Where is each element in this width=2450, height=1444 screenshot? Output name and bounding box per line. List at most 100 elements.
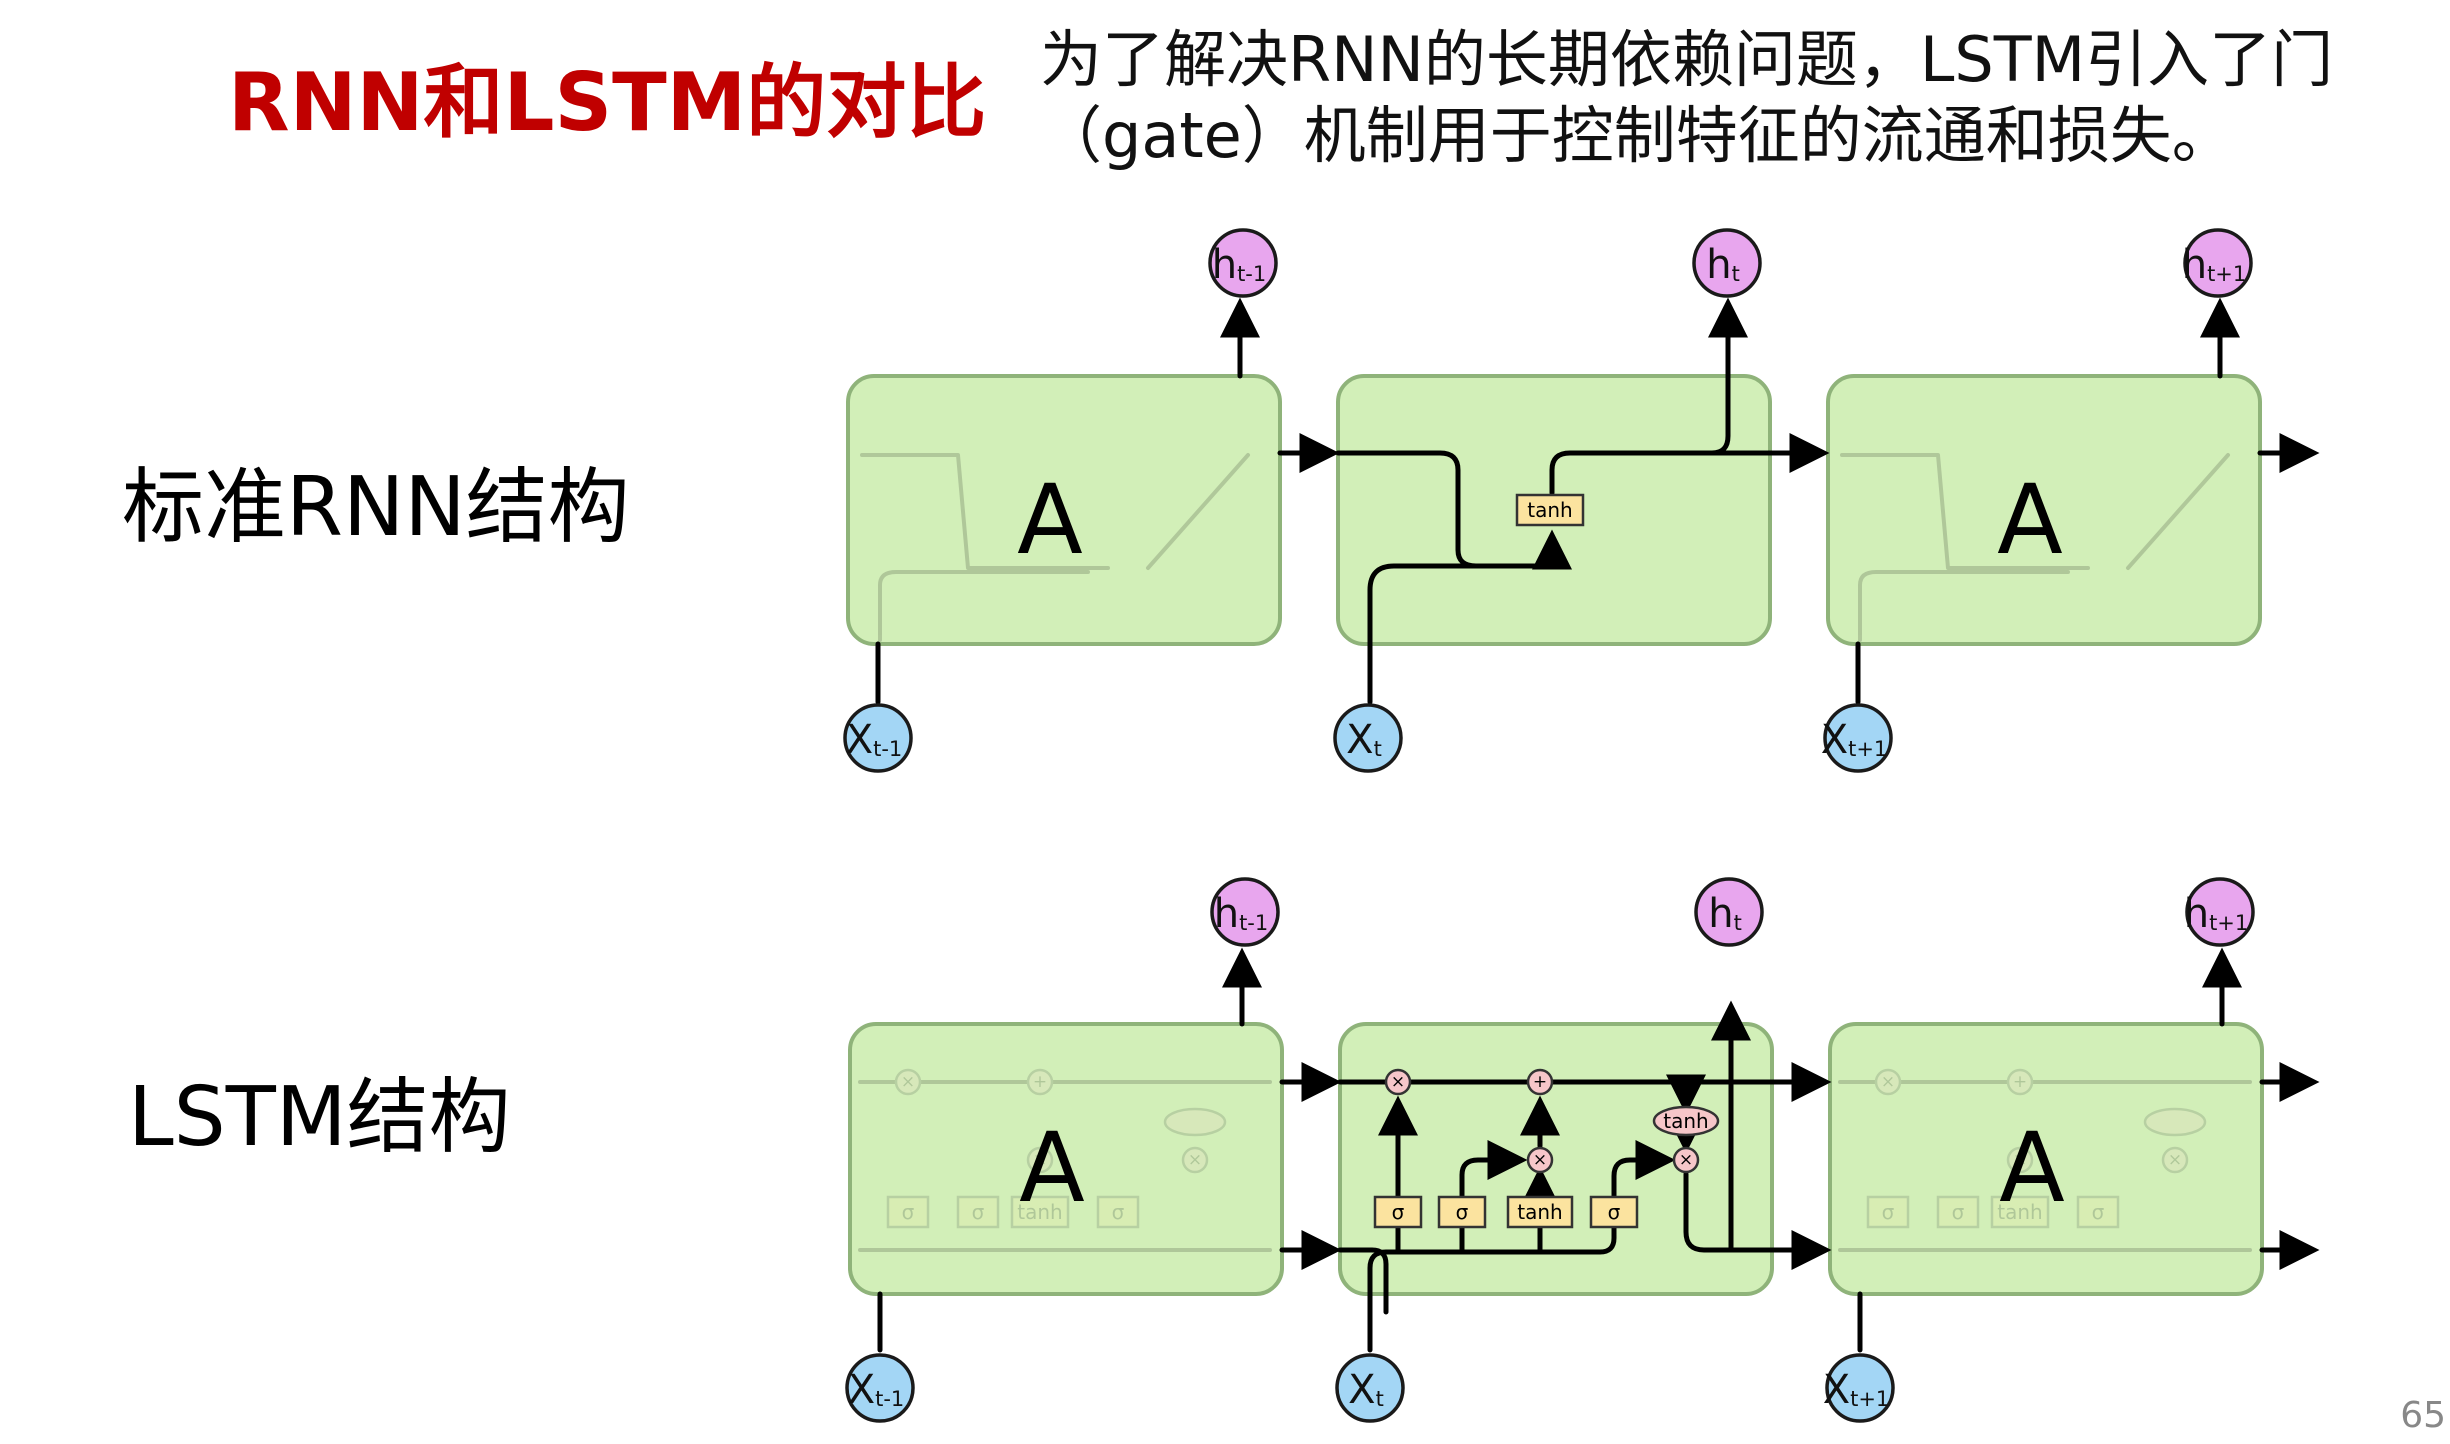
rnn-h-node-prev <box>1208 228 1278 298</box>
intro-line-1: 为了解决RNN的长期依赖问题，LSTM引入了门 <box>1040 23 2334 96</box>
lstm-faint-sigma-1-2 <box>956 1195 1000 1229</box>
lstm-faint-sigma-2-3-label: σ <box>2092 1200 2105 1224</box>
lstm-faint-sigma-1-1-label: σ <box>902 1200 915 1224</box>
lstm-faint-sigma-1-1 <box>886 1195 930 1229</box>
lstm-cell-3 <box>1828 1022 2264 1296</box>
lstm-candidate-tanh <box>1506 1195 1574 1229</box>
rnn-middle-input-path <box>1367 563 1538 705</box>
page-number: 65 <box>2400 1395 2446 1436</box>
lstm-forget-sigma <box>1373 1195 1423 1229</box>
intro-text: 为了解决RNN的长期依赖问题，LSTM引入了门 （gate）机制用于控制特征的流… <box>1040 22 2440 174</box>
lstm-output-op-label: × <box>1679 1150 1693 1170</box>
lstm-faint-forget-op-1-label: × <box>901 1072 915 1092</box>
rnn-cell-a-label-3: A <box>1997 464 2063 576</box>
lstm-faint-sigma-1-3-label: σ <box>1112 1200 1125 1224</box>
rnn-x-node-next <box>1823 703 1893 773</box>
lstm-faint-input-op-2 <box>2006 1146 2034 1174</box>
lstm-faint-sigma-1-3 <box>1096 1195 1140 1229</box>
rnn-h-node-cur <box>1692 228 1762 298</box>
rnn-x-node-next-subscript: t+1 <box>1848 737 1887 761</box>
lstm-h-node-next-subscript: t+1 <box>2209 911 2248 935</box>
lstm-faint-output-op-2 <box>2161 1146 2189 1174</box>
lstm-input-gate-right <box>1459 1140 1528 1199</box>
lstm-faint-input-op-1-label: × <box>1033 1150 1047 1170</box>
lstm-input-op-label: × <box>1533 1150 1547 1170</box>
lstm-candidate-tanh-label: tanh <box>1517 1200 1562 1224</box>
lstm-faint-sigma-2-1 <box>1866 1195 1910 1229</box>
lstm-output-sigma <box>1589 1195 1639 1229</box>
lstm-faint-sigma-2-2 <box>1936 1195 1980 1229</box>
lstm-faint-sigma-1-2-label: σ <box>972 1200 985 1224</box>
lstm-faint-add-op-1-label: + <box>1033 1072 1047 1092</box>
lstm-h-node-next <box>2185 877 2255 947</box>
lstm-faint-add-op-2-label: + <box>2013 1072 2027 1092</box>
lstm-x-node-next-subscript: t+1 <box>1850 1387 1889 1411</box>
lstm-faint-sigma-2-2-label: σ <box>1952 1200 1965 1224</box>
lstm-faint-add-op-2 <box>2006 1068 2034 1096</box>
lstm-add-op-label: + <box>1533 1072 1547 1092</box>
rnn-cell-a-label-1: A <box>1017 464 1083 576</box>
rnn-x-node-cur <box>1333 703 1403 773</box>
lstm-faint-output-op-1 <box>1181 1146 1209 1174</box>
rnn-faint-path-c-2 <box>2126 453 2230 570</box>
lstm-faint-input-op-2-label: × <box>2013 1150 2027 1170</box>
rnn-middle-hidden-in <box>1335 450 1572 570</box>
lstm-x-node-next <box>1825 1353 1895 1423</box>
intro-line-2: （gate）机制用于控制特征的流通和损失。 <box>1040 99 2234 172</box>
lstm-h-node-cur-label: ht <box>1708 891 1742 937</box>
lstm-cell-tanh-label: tanh <box>1663 1109 1708 1133</box>
lstm-input-op <box>1526 1146 1554 1174</box>
lstm-faint-sigma-2-3 <box>2076 1195 2120 1229</box>
rnn-tanh-box <box>1515 493 1585 527</box>
rnn-cell-1 <box>846 374 1282 646</box>
lstm-faint-tanh-box-1-label: tanh <box>1017 1200 1062 1224</box>
lstm-x-node-prev <box>845 1353 915 1423</box>
lstm-output-sigma-label: σ <box>1608 1200 1621 1224</box>
lstm-cell-tanh-ellipse <box>1652 1105 1720 1137</box>
lstm-faint-sigma-2-1-label: σ <box>1882 1200 1895 1224</box>
rnn-h-node-next-subscript: t+1 <box>2207 262 2246 286</box>
rnn-tanh-box-label: tanh <box>1527 498 1572 522</box>
lstm-faint-tanh-box-2-label: tanh <box>1997 1200 2042 1224</box>
lstm-input-bus <box>1367 1225 1617 1353</box>
rnn-x-node-prev <box>843 703 913 773</box>
lstm-faint-input-op-1 <box>1026 1146 1054 1174</box>
lstm-output-gate-right <box>1611 1140 1676 1199</box>
lstm-input-sigma <box>1437 1195 1487 1229</box>
lstm-h-node-cur <box>1694 877 1764 947</box>
rnn-cell-3 <box>1826 374 2262 646</box>
rnn-x-node-prev-subscript: t-1 <box>873 737 902 761</box>
lstm-x-node-cur-subscript: t <box>1376 1387 1384 1411</box>
lstm-h-node-cur-subscript: t <box>1734 911 1742 935</box>
lstm-h-node-prev-label: ht-1 <box>1214 891 1269 937</box>
rnn-faint-path-b-1 <box>878 570 1090 642</box>
lstm-faint-add-op-1 <box>1026 1068 1054 1096</box>
lstm-h-node-prev-subscript: t-1 <box>1239 911 1268 935</box>
rnn-faint-path-b-2 <box>1858 570 2070 642</box>
lstm-cell-a-label-3: A <box>1999 1112 2065 1224</box>
rnn-middle-output-up <box>1549 297 1748 496</box>
lstm-faint-forget-op-2-label: × <box>1881 1072 1895 1092</box>
lstm-x-node-prev-subscript: t-1 <box>875 1387 904 1411</box>
lstm-faint-output-op-1-label: × <box>1188 1150 1202 1170</box>
lstm-forget-op-label: × <box>1391 1072 1405 1092</box>
lstm-structure-label: LSTM结构 <box>128 1070 511 1165</box>
lstm-faint-tanh-ellipse-2 <box>2143 1107 2207 1137</box>
rnn-structure-label: 标准RNN结构 <box>122 460 630 555</box>
lstm-faint-forget-op-1 <box>894 1068 922 1096</box>
lstm-input-sigma-label: σ <box>1456 1200 1469 1224</box>
lstm-faint-forget-op-2 <box>1874 1068 1902 1096</box>
lstm-output-to-hidden <box>1683 1171 1775 1253</box>
rnn-faint-path-a-2 <box>1840 453 2090 570</box>
slide-title: RNN和LSTM的对比 <box>228 56 987 149</box>
lstm-cell-a-label-1: A <box>1019 1112 1085 1224</box>
lstm-forget-sigma-label: σ <box>1392 1200 1405 1224</box>
lstm-forget-op <box>1384 1068 1412 1096</box>
rnn-h-node-prev-subscript: t-1 <box>1237 262 1266 286</box>
lstm-x-node-cur <box>1335 1353 1405 1423</box>
rnn-h-node-cur-subscript: t <box>1732 262 1740 286</box>
lstm-faint-tanh-ellipse-1 <box>1163 1107 1227 1137</box>
lstm-faint-tanh-box-2 <box>1990 1195 2050 1229</box>
lstm-add-op <box>1526 1068 1554 1096</box>
